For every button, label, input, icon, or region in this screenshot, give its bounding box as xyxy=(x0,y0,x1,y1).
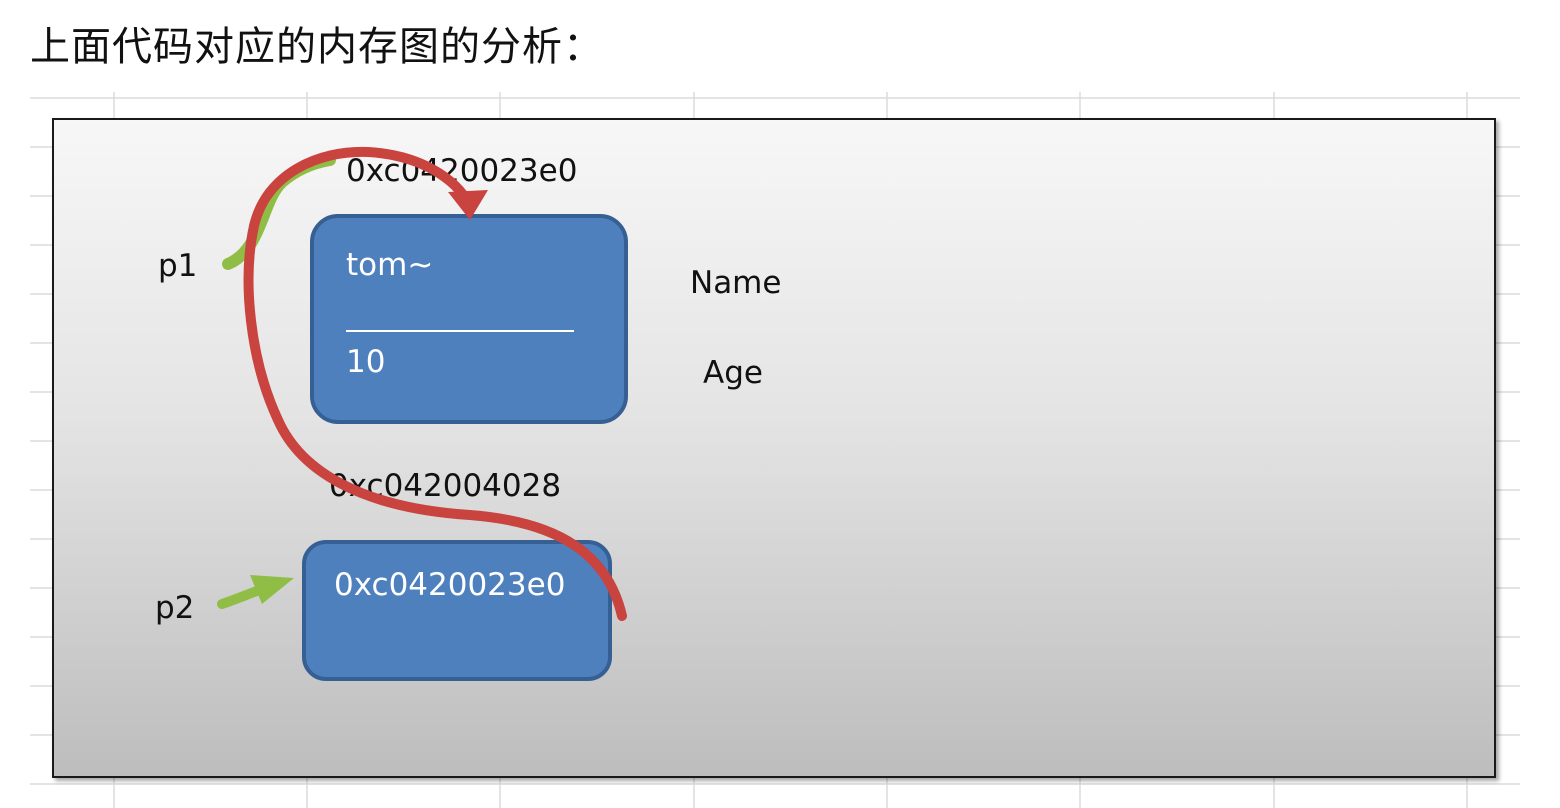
person-struct-box xyxy=(310,214,628,424)
name-field-label: Name xyxy=(690,265,782,301)
name-value: tom~ xyxy=(346,247,434,283)
struct-address-label: 0xc0420023e0 xyxy=(346,153,578,189)
field-divider xyxy=(346,330,574,332)
age-field-label: Age xyxy=(703,355,763,391)
variable-p2-label: p2 xyxy=(155,590,195,626)
age-value: 10 xyxy=(346,344,386,380)
memory-diagram-panel xyxy=(52,118,1496,778)
pointer-box xyxy=(302,540,612,681)
pointer-address-label: 0xc042004028 xyxy=(329,468,562,504)
pointer-value: 0xc0420023e0 xyxy=(334,567,566,603)
variable-p1-label: p1 xyxy=(158,248,198,284)
page-title: 上面代码对应的内存图的分析： xyxy=(30,24,604,70)
